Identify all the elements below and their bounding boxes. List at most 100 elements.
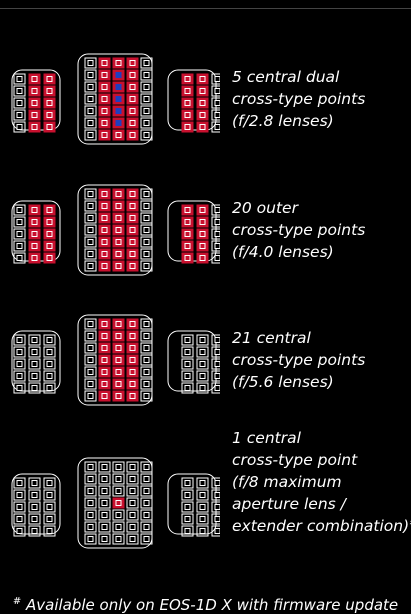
af-point-center: [46, 207, 53, 213]
af-point: [140, 342, 153, 354]
caption-line: 20 outer: [232, 199, 298, 217]
af-point-center: [115, 96, 122, 102]
af-point-center: [87, 132, 94, 138]
af-point: [84, 473, 97, 485]
af-point-center: [46, 361, 53, 367]
af-point-center: [115, 227, 122, 233]
af-point-center: [129, 96, 136, 102]
caption-line: (f/4.0 lenses): [232, 243, 334, 261]
af-point-center: [115, 321, 122, 327]
af-point-center: [214, 76, 220, 82]
af-points-svg: [11, 53, 220, 145]
af-point: [13, 228, 26, 240]
af-point: [211, 513, 220, 525]
af-point-center: [199, 528, 206, 534]
af-point: [84, 318, 97, 330]
af-point-center: [16, 337, 23, 343]
af-point-center: [115, 488, 122, 494]
af-point-center: [143, 357, 150, 363]
af-point: [140, 521, 153, 533]
af-point-center: [31, 76, 38, 82]
af-point-center: [101, 227, 108, 233]
af-point: [84, 57, 97, 69]
af-point-center: [87, 215, 94, 221]
af-point: [84, 366, 97, 378]
af-point: [13, 252, 26, 264]
af-point: [126, 473, 139, 485]
af-point: [211, 85, 220, 97]
af-point-center: [87, 488, 94, 494]
af-point-center: [31, 528, 38, 534]
af-point: [211, 525, 220, 537]
af-point: [211, 73, 220, 85]
caption-line: cross-type points: [232, 221, 366, 239]
af-point-center: [129, 227, 136, 233]
af-point-center: [143, 84, 150, 90]
af-point-center: [115, 512, 122, 518]
af-point-center: [184, 100, 191, 106]
af-point-center: [199, 207, 206, 213]
af-point: [196, 489, 209, 501]
af-point-center: [214, 243, 220, 249]
af-point-center: [129, 333, 136, 339]
af-point-center: [87, 263, 94, 269]
af-point-center: [31, 207, 38, 213]
af-point-center: [129, 321, 136, 327]
af-point-center: [115, 203, 122, 209]
af-point: [28, 346, 41, 358]
af-point-center: [87, 393, 94, 399]
af-point-center: [129, 203, 136, 209]
af-point-center: [129, 488, 136, 494]
af-point-center: [184, 492, 191, 498]
af-point: [211, 121, 220, 133]
af-point-center: [46, 255, 53, 261]
af-point-center: [184, 219, 191, 225]
caption-line: 1 central: [232, 429, 301, 447]
af-point: [98, 509, 111, 521]
af-point-center: [199, 361, 206, 367]
af-point: [140, 533, 153, 545]
af-point-center: [184, 516, 191, 522]
af-point: [211, 489, 220, 501]
af-point-center: [143, 120, 150, 126]
af-point-center: [16, 349, 23, 355]
af-point-center: [31, 88, 38, 94]
af-point-center: [184, 373, 191, 379]
af-point-center: [16, 76, 23, 82]
af-point: [84, 342, 97, 354]
af-point-center: [46, 243, 53, 249]
af-point: [140, 509, 153, 521]
af-point: [84, 390, 97, 402]
af-point-center: [199, 349, 206, 355]
af-point-center: [31, 385, 38, 391]
af-point-center: [214, 124, 220, 130]
af-point-center: [46, 124, 53, 130]
af-point-center: [46, 112, 53, 118]
af-point-center: [115, 369, 122, 375]
af-point: [28, 525, 41, 537]
af-point-center: [199, 385, 206, 391]
af-point: [140, 390, 153, 402]
af-point-center: [16, 243, 23, 249]
af-point-center: [101, 263, 108, 269]
af-point: [28, 501, 41, 513]
af-point: [140, 248, 153, 260]
af-point: [84, 485, 97, 497]
af-point: [181, 358, 194, 370]
af-point-center: [129, 251, 136, 257]
af-point-center: [101, 191, 108, 197]
af-point: [196, 501, 209, 513]
af-point: [28, 370, 41, 382]
af-point-center: [143, 132, 150, 138]
af-diagram-f8: [10, 456, 220, 551]
af-point-center: [184, 385, 191, 391]
af-point: [98, 533, 111, 545]
af-point-center: [115, 72, 122, 78]
af-point-center: [184, 124, 191, 130]
af-point: [181, 382, 194, 394]
af-point-center: [31, 243, 38, 249]
af-point: [181, 334, 194, 346]
af-point-center: [31, 231, 38, 237]
af-point-center: [87, 357, 94, 363]
af-point-center: [143, 381, 150, 387]
